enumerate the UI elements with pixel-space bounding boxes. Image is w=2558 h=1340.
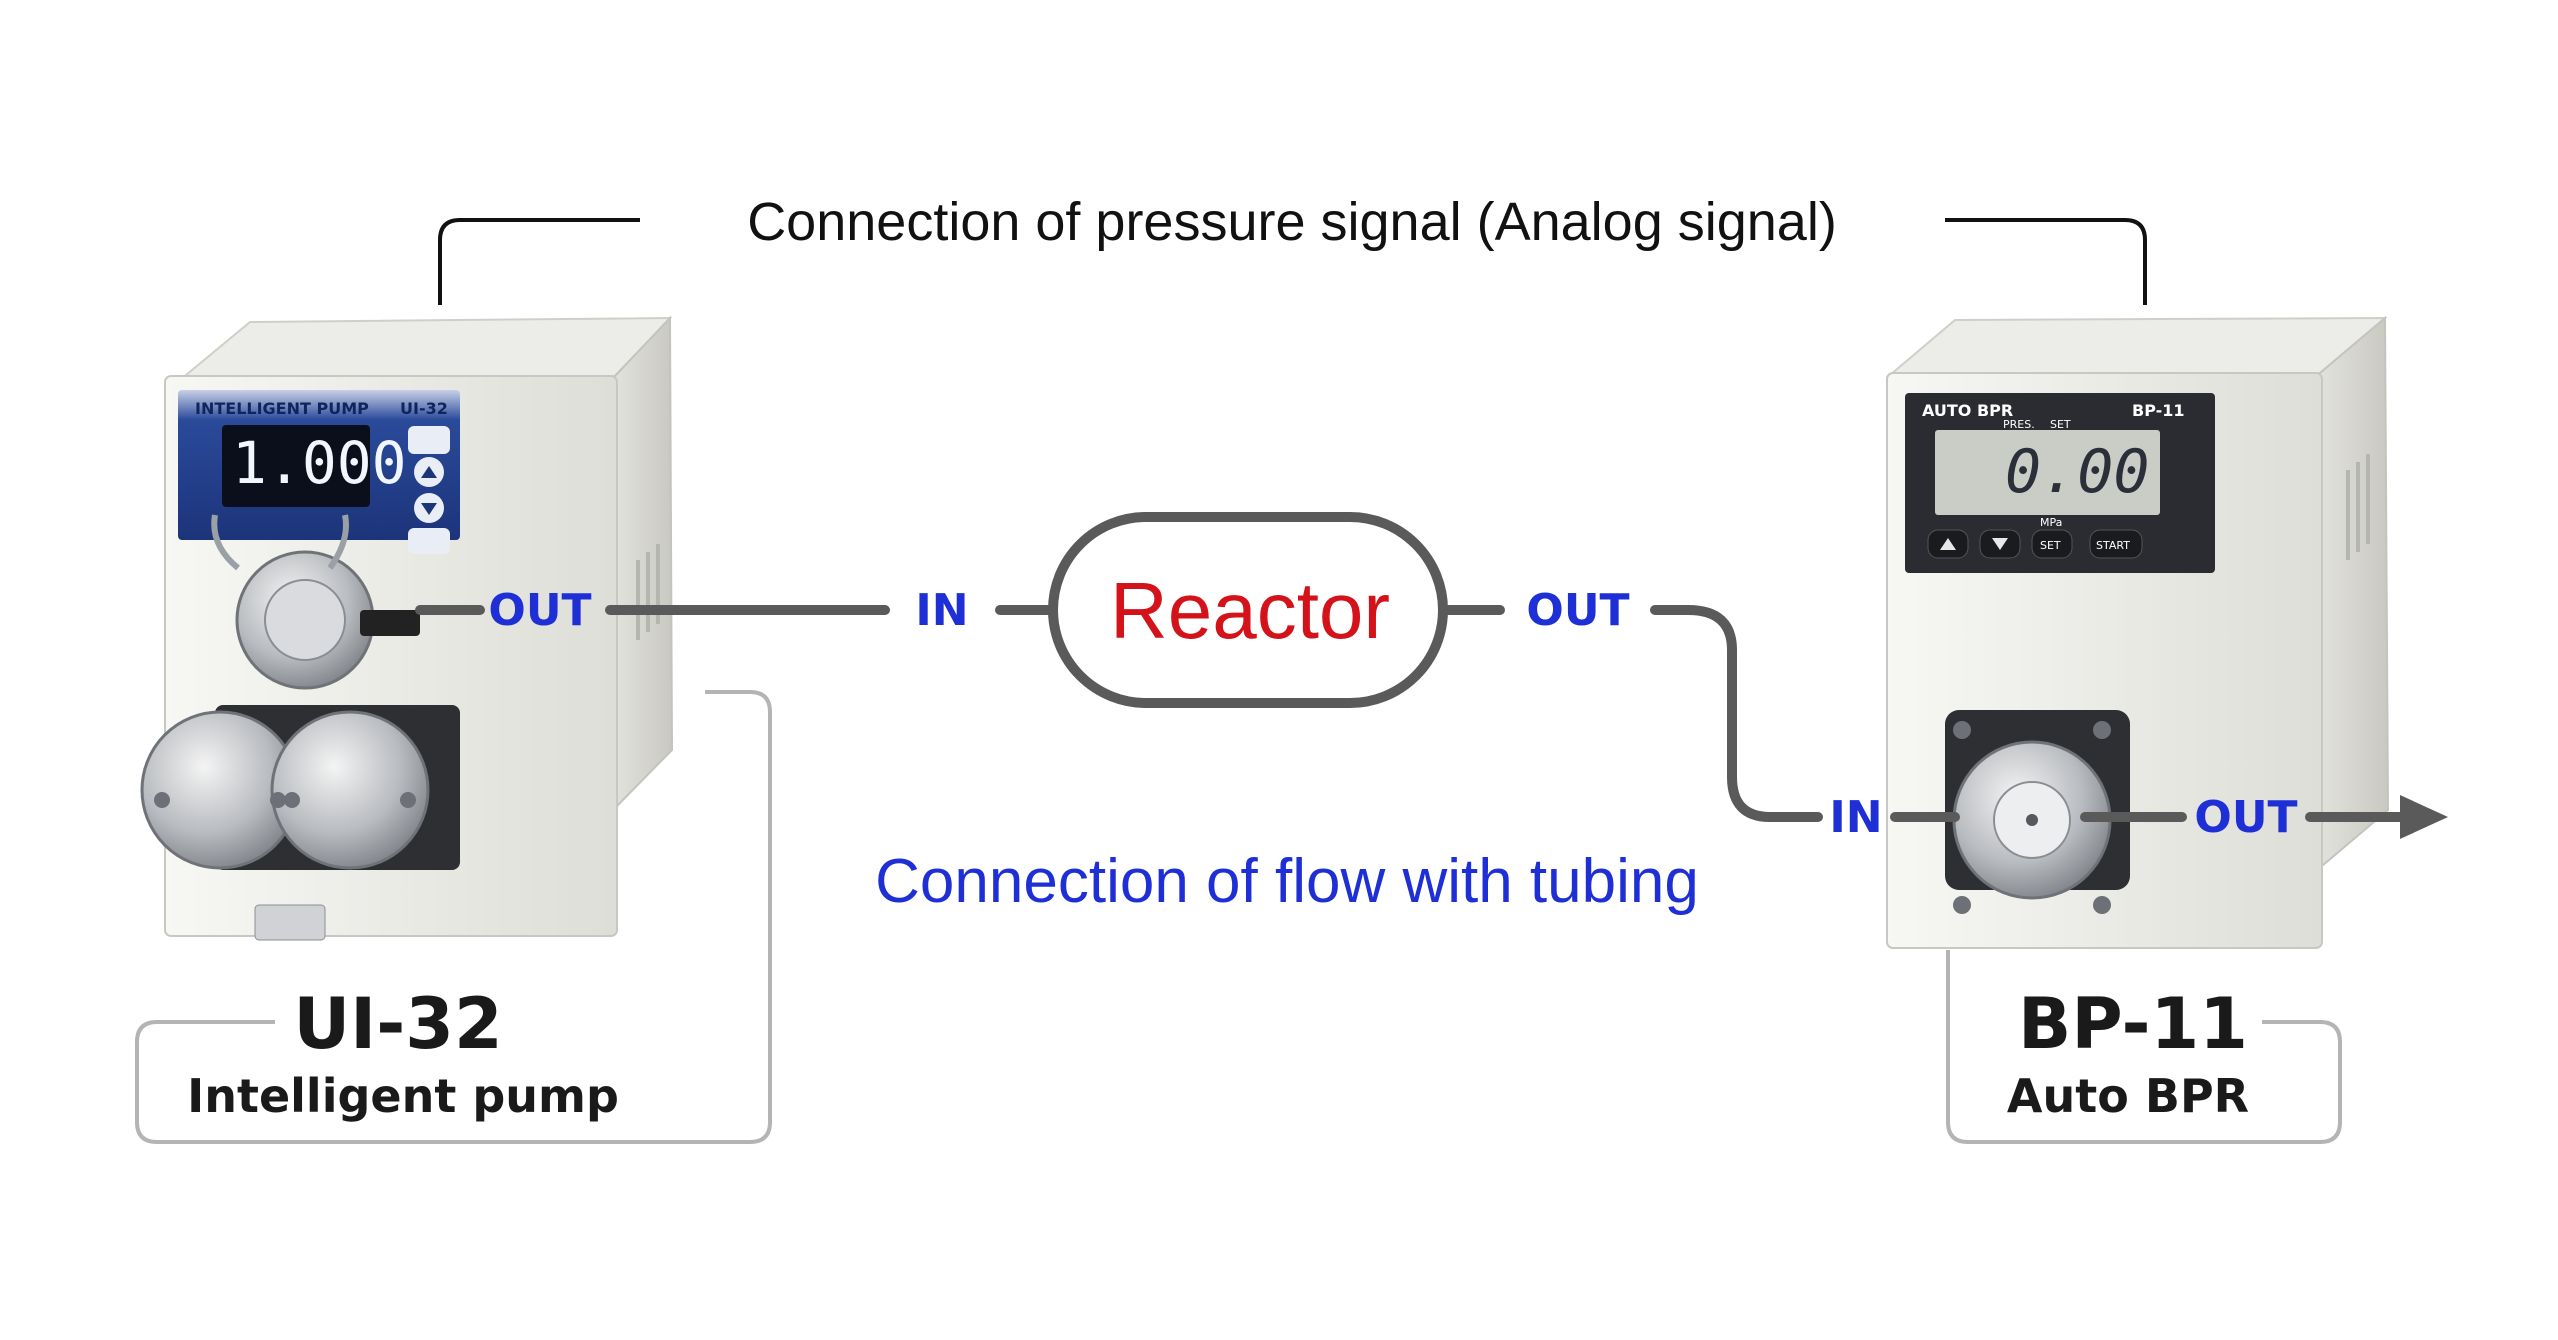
pump-model-label: UI-32 <box>293 983 502 1065</box>
pump-display <box>222 425 370 507</box>
pump-panel-brand: INTELLIGENT PUMP <box>195 399 369 418</box>
bpr-description-label: Auto BPR <box>2007 1069 2249 1123</box>
bpr-lcd-set: SET <box>2050 418 2071 431</box>
bpr-keypad <box>1927 529 2143 559</box>
flow-tubing <box>415 605 2410 822</box>
pressure-signal-line <box>438 218 2147 305</box>
bpr-device-image: AUTO BPR BP-11 PRES. SET 0.00 MPa SET ST… <box>1886 315 2390 949</box>
reactor-label: Reactor <box>1110 566 1390 655</box>
pump-panel-model: UI-32 <box>400 399 448 418</box>
bpr-lcd-pres: PRES. <box>2003 418 2035 431</box>
pump-device-image: INTELLIGENT PUMP UI-32 1.000 <box>140 315 674 941</box>
bpr-label-bracket <box>1946 950 2342 1144</box>
pump-keypad <box>408 426 450 554</box>
bpr-display-value: 0.00 <box>2005 437 2150 507</box>
pump-out-label: OUT <box>488 585 591 636</box>
pump-label-bracket <box>135 690 772 1144</box>
bpr-lcd-unit: MPa <box>2040 516 2062 529</box>
reactor-box <box>1048 512 1448 708</box>
pump-description-label: Intelligent pump <box>187 1069 619 1123</box>
bpr-panel-brand: AUTO BPR <box>1922 401 2013 420</box>
bpr-model-label: BP-11 <box>2018 983 2248 1065</box>
bpr-key-set: SET <box>2040 539 2061 552</box>
bpr-display <box>1935 430 2160 515</box>
bpr-out-label: OUT <box>2194 792 2297 843</box>
reactor-in-label: IN <box>915 585 968 636</box>
flow-connection-label: Connection of flow with tubing <box>875 847 1699 916</box>
reactor-out-label: OUT <box>1526 585 1629 636</box>
outlet-arrow-head <box>2400 795 2448 839</box>
bpr-panel-model: BP-11 <box>2132 401 2185 420</box>
pump-display-value: 1.000 <box>232 429 407 497</box>
bpr-in-label: IN <box>1829 792 1882 843</box>
pressure-signal-label: Connection of pressure signal (Analog si… <box>747 192 1837 252</box>
bpr-key-start: START <box>2096 539 2130 552</box>
